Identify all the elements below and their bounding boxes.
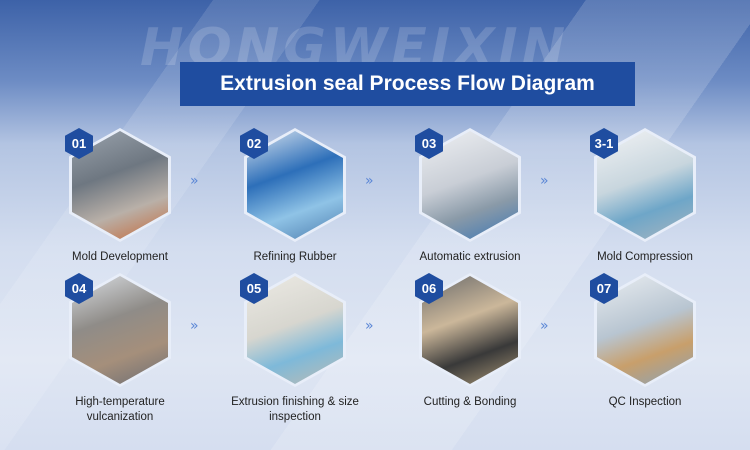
step-photo-frame: 07 [590, 273, 696, 387]
page-title: Extrusion seal Process Flow Diagram [220, 72, 595, 95]
step-photo-frame: 05 [240, 273, 346, 387]
process-step: 06 Cutting & Bonding [400, 273, 540, 410]
process-step: 01 Mold Development [50, 128, 190, 265]
step-photo-frame: 02 [240, 128, 346, 242]
process-step: 04 High-temperature vulcanization [50, 273, 190, 425]
step-label: QC Inspection [608, 396, 682, 408]
double-chevron-right-icon: » [365, 318, 373, 334]
step-label: Mold Compression [597, 251, 693, 263]
step-photo-frame: 06 [415, 273, 521, 387]
process-step: 3-1 Mold Compression [575, 128, 715, 265]
step-label: Refining Rubber [253, 251, 337, 263]
process-step: 03 Automatic extrusion [400, 128, 540, 265]
step-number-badge: 01 [65, 128, 93, 159]
double-chevron-right-icon: » [540, 173, 548, 189]
step-label: Cutting & Bonding [423, 396, 517, 408]
double-chevron-right-icon: » [190, 318, 198, 334]
step-photo-frame: 3-1 [590, 128, 696, 242]
step-photo-frame: 04 [65, 273, 171, 387]
step-label: Automatic extrusion [419, 251, 521, 263]
step-number-badge: 3-1 [590, 128, 618, 159]
step-label: High-temperature vulcanization [75, 396, 165, 423]
double-chevron-right-icon: » [365, 173, 373, 189]
step-number-badge: 07 [590, 273, 618, 304]
step-photo-frame: 03 [415, 128, 521, 242]
double-chevron-right-icon: » [190, 173, 198, 189]
process-step: 07 QC Inspection [575, 273, 715, 410]
process-step: 02 Refining Rubber [225, 128, 365, 265]
title-banner: Extrusion seal Process Flow Diagram [180, 62, 635, 106]
step-label: Mold Development [72, 251, 168, 263]
step-photo-frame: 01 [65, 128, 171, 242]
double-chevron-right-icon: » [540, 318, 548, 334]
step-label: Extrusion finishing & size inspection [231, 396, 359, 423]
process-step: 05 Extrusion finishing & size inspection [225, 273, 365, 425]
